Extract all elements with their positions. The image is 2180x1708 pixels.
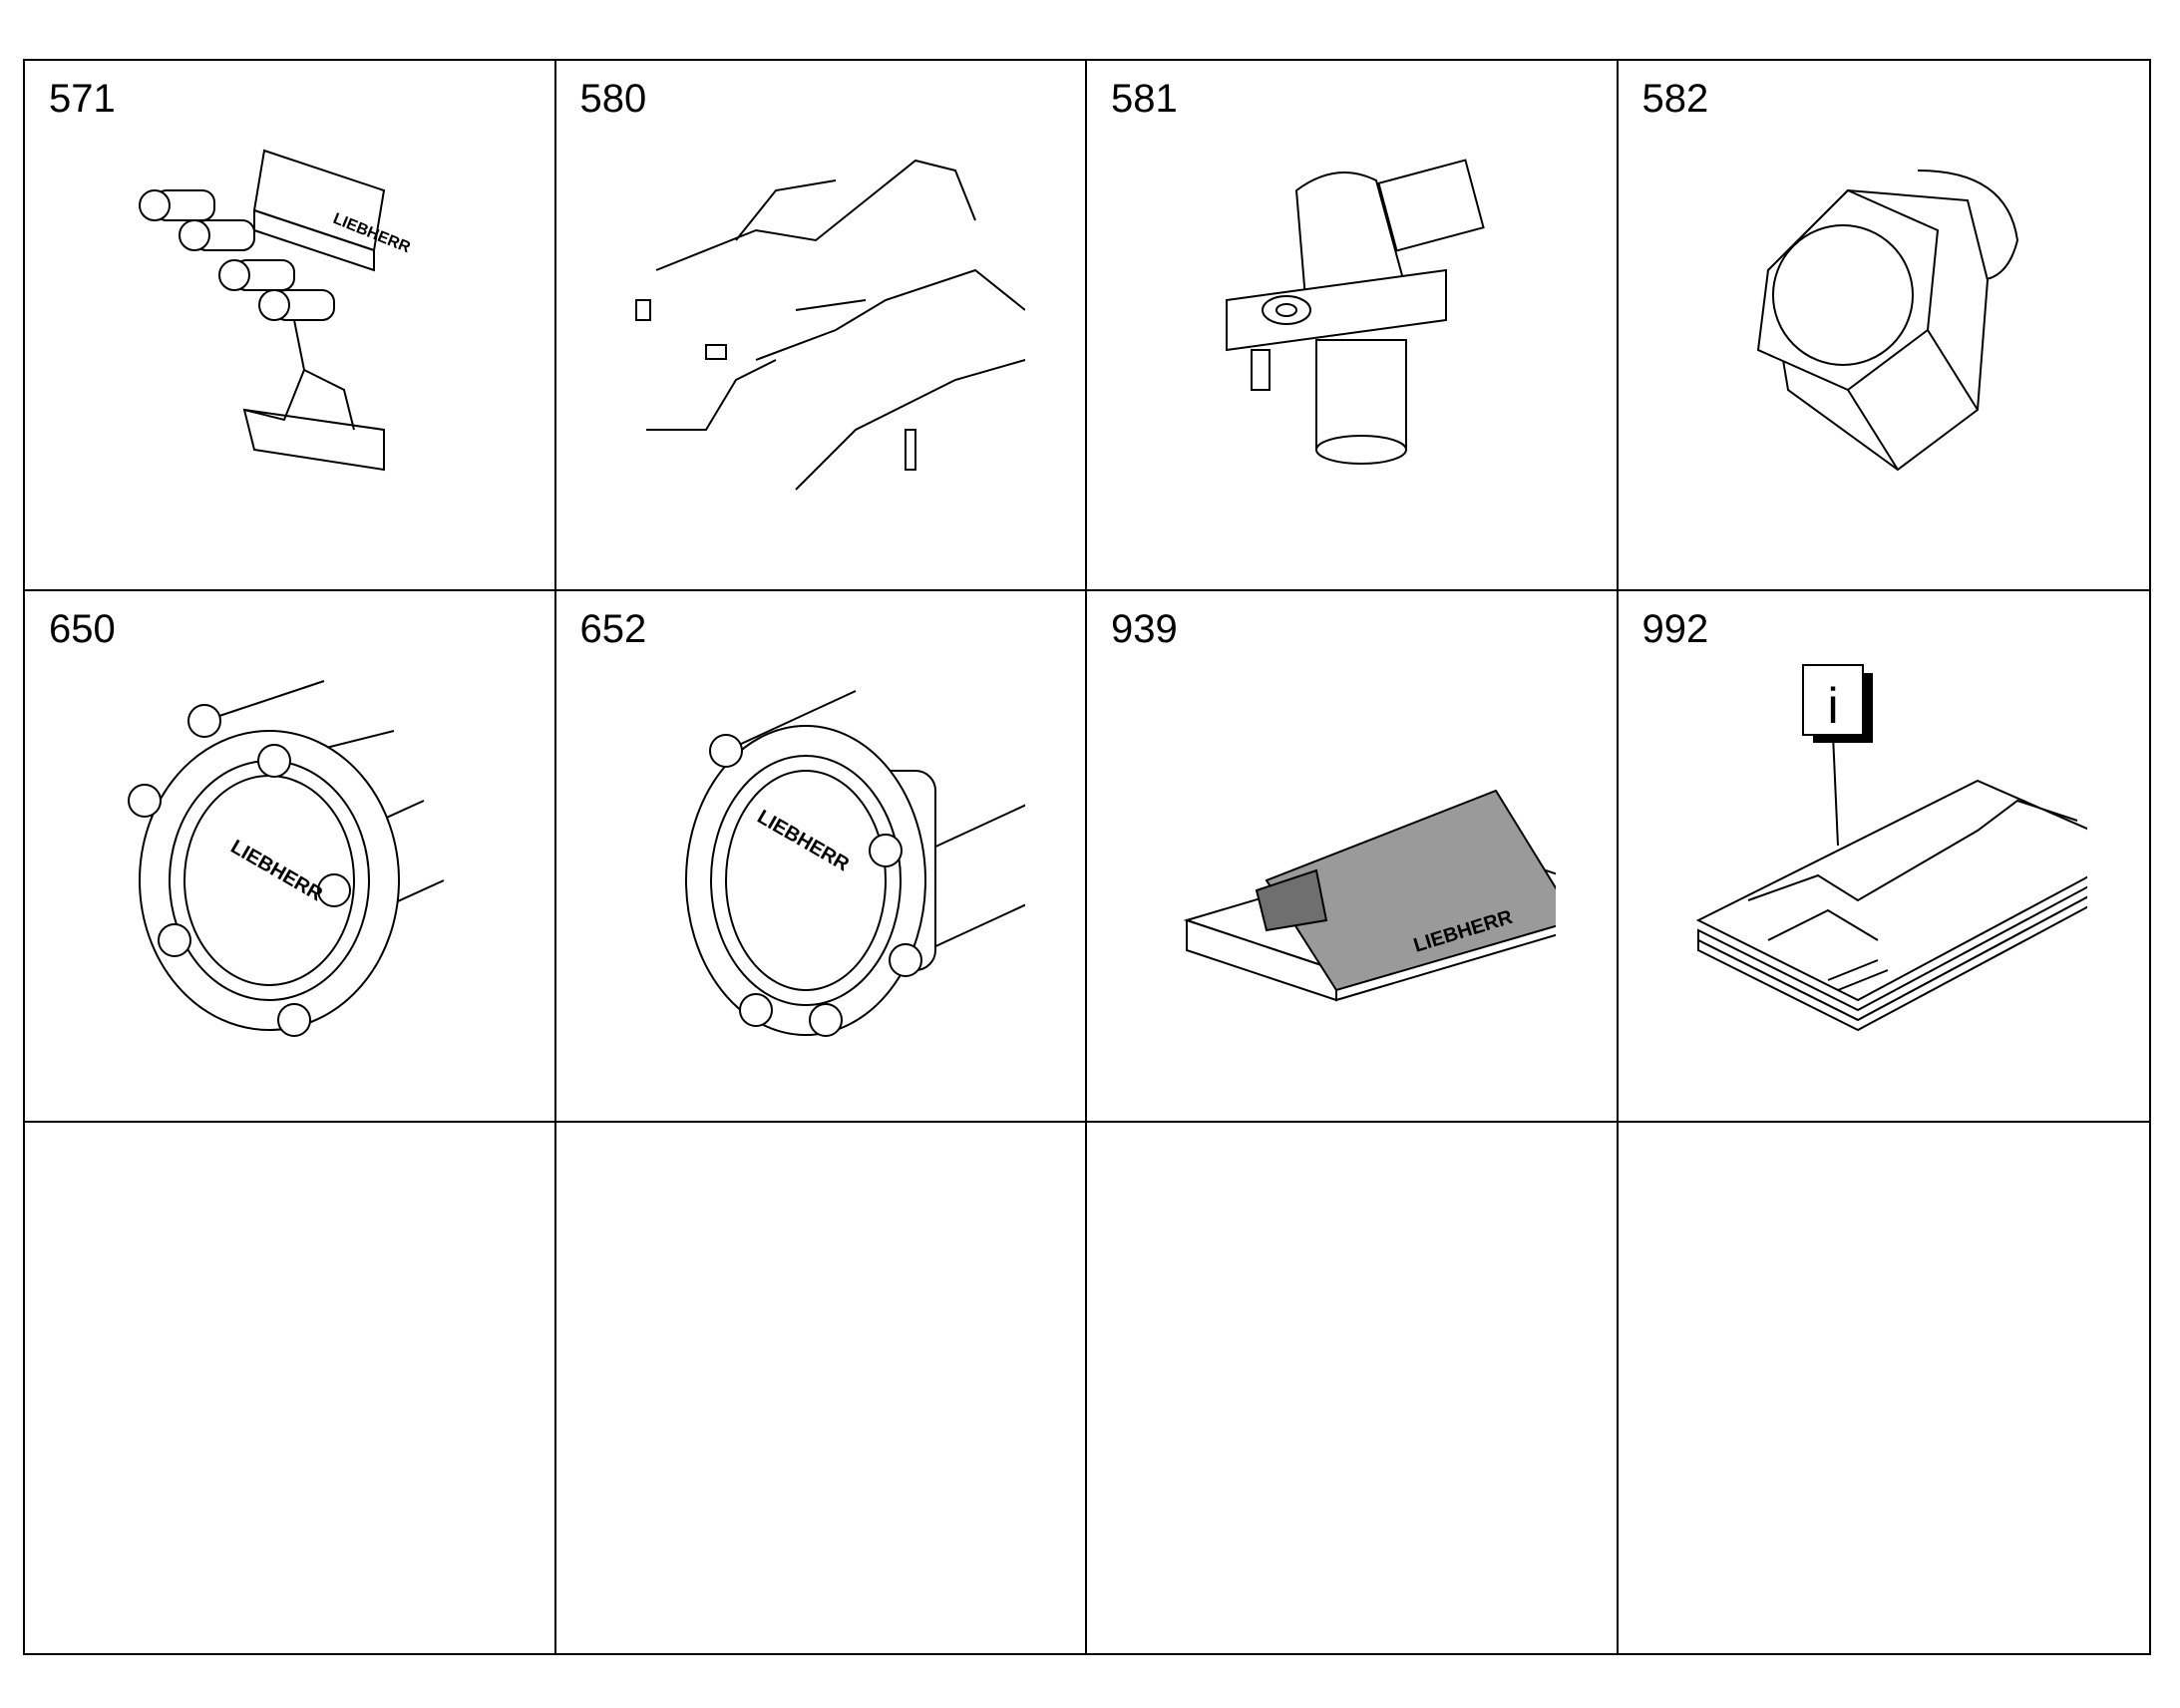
hex-plug-icon xyxy=(1678,131,2087,510)
empty-cell xyxy=(556,1122,1087,1653)
empty-cell xyxy=(1087,1122,1619,1653)
wiring-harness-icon xyxy=(616,131,1025,510)
info-symbol: i xyxy=(1827,678,1838,734)
part-number: 650 xyxy=(49,607,116,652)
parts-grid: 571 LIEBHERR 580 xyxy=(23,59,2151,1655)
part-cell-571[interactable]: 571 LIEBHERR xyxy=(25,61,556,592)
part-cell-581[interactable]: 581 xyxy=(1087,61,1619,592)
flange-assembly-alt-icon: LIEBHERR xyxy=(616,661,1025,1040)
part-number: 939 xyxy=(1111,607,1178,652)
part-number: 580 xyxy=(579,77,647,121)
documentation-icon: i xyxy=(1678,661,2087,1040)
part-cell-650[interactable]: 650 LIEBHERR xyxy=(25,591,556,1123)
part-number: 581 xyxy=(1111,77,1178,121)
part-cell-939[interactable]: 939 LIEBHERR xyxy=(1087,591,1619,1123)
part-number: 571 xyxy=(49,77,116,121)
part-cell-582[interactable]: 582 xyxy=(1618,61,2149,592)
spare-parts-kit-icon: LIEBHERR xyxy=(1147,661,1556,1040)
empty-cell xyxy=(25,1122,556,1653)
part-cell-580[interactable]: 580 xyxy=(555,61,1087,592)
part-number: 992 xyxy=(1641,607,1709,652)
empty-cell xyxy=(1619,1123,2150,1653)
flange-assembly-icon: LIEBHERR xyxy=(85,661,494,1040)
speed-sensor-icon xyxy=(1147,131,1556,510)
control-unit-harness-icon: LIEBHERR xyxy=(85,131,494,510)
part-cell-652[interactable]: 652 LIEBHERR xyxy=(555,591,1087,1123)
part-cell-992[interactable]: 992 i xyxy=(1618,591,2149,1123)
part-number: 582 xyxy=(1641,77,1709,121)
part-number: 652 xyxy=(579,607,647,652)
